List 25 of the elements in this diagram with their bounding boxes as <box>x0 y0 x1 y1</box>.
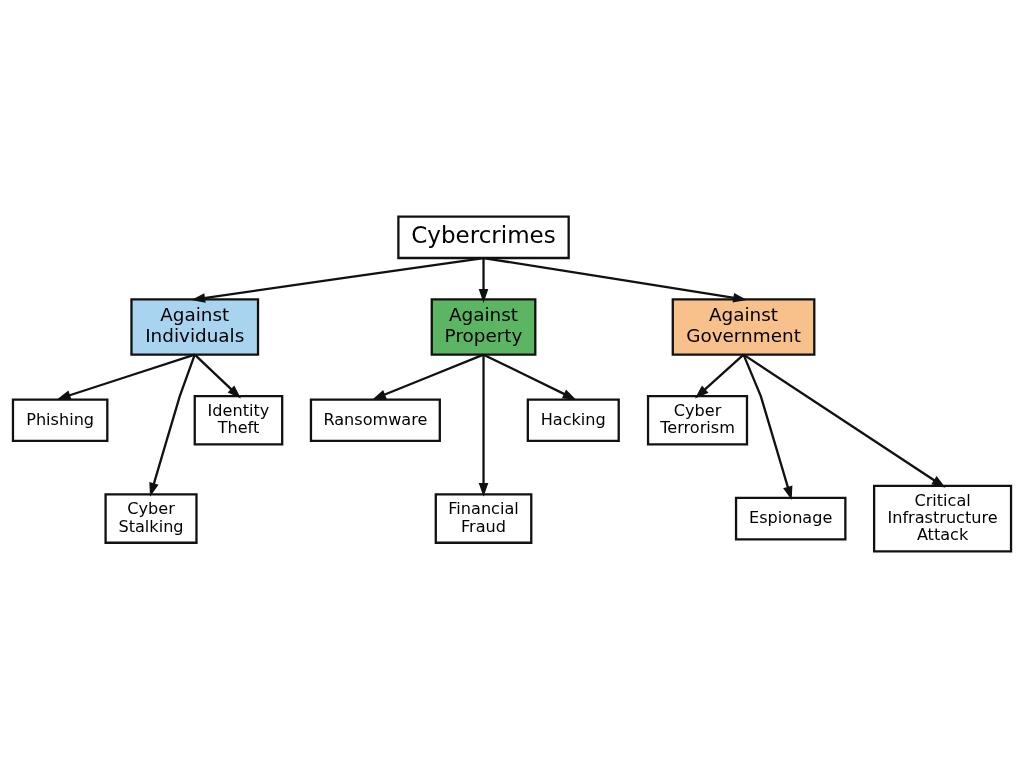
arrow <box>483 256 747 303</box>
arrow <box>191 256 484 303</box>
node-box: Cybercrimes <box>397 215 570 260</box>
arrow <box>742 354 793 501</box>
node-box: Phishing <box>11 398 109 443</box>
node-box: Ransomware <box>309 398 441 443</box>
node-box: Espionage <box>734 496 847 541</box>
arrow <box>694 353 745 399</box>
arrow <box>56 353 196 400</box>
node-box: Cyber Terrorism <box>646 394 749 446</box>
node-box: Cyber Stalking <box>104 493 198 544</box>
node-box: Against Individuals <box>130 298 260 356</box>
node-box: Hacking <box>526 398 620 443</box>
arrow <box>483 353 577 400</box>
node-box: Financial Fraud <box>434 493 533 544</box>
arrow <box>478 258 489 303</box>
node-box: Critical Infrastructure Attack <box>872 484 1013 553</box>
arrow <box>742 353 946 488</box>
node-box: Against Government <box>671 298 816 356</box>
arrow <box>149 354 196 497</box>
node-box: Against Property <box>430 298 537 356</box>
node-box: Identity Theft <box>193 394 284 446</box>
arrow <box>372 353 484 400</box>
arrow <box>193 353 241 399</box>
arrow <box>478 354 489 497</box>
